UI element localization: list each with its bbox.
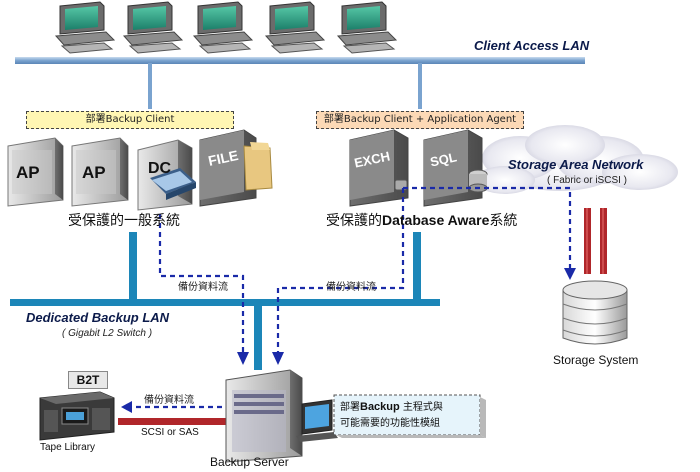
backup-monitor xyxy=(296,399,338,442)
server-file xyxy=(199,129,273,207)
flow-arrow-left xyxy=(237,352,249,365)
deploy-note: 部署Backup 主程式與 可能需要的功能性模組 xyxy=(340,401,443,429)
flow-label-left: 備份資料流 xyxy=(178,282,228,293)
flow-label-tape: 備份資料流 xyxy=(144,395,194,406)
uplink-general xyxy=(129,232,137,302)
server-label-ap-1: AP xyxy=(16,163,40,182)
flow-label-right: 備份資料流 xyxy=(326,282,376,293)
tape-library-device xyxy=(39,391,115,441)
server-dc xyxy=(137,139,196,211)
server-exch xyxy=(349,129,409,207)
backup-server-label: Backup Server xyxy=(210,455,289,469)
uplink-db xyxy=(413,232,421,302)
client-pc-icon xyxy=(54,1,116,54)
client-lan-bar xyxy=(15,57,585,64)
client-lan-drop-left xyxy=(148,63,152,109)
general-group-tag: 部署Backup Client xyxy=(26,111,234,129)
flow-arrow-storage xyxy=(564,268,576,280)
san-title: Storage Area Network xyxy=(508,157,644,172)
tape-library-label: Tape Library xyxy=(40,442,96,453)
scsi-label: SCSI or SAS xyxy=(141,427,199,438)
backup-server-device xyxy=(225,369,303,463)
backup-lan-subtitle: ( Gigabit L2 Switch ) xyxy=(62,328,153,339)
client-lan-drop-right xyxy=(418,63,422,109)
db-group-tag: 部署Backup Client + Application Agent xyxy=(316,111,524,129)
storage-system-label: Storage System xyxy=(553,353,639,367)
client-pcs xyxy=(54,1,398,54)
flow-arrow-tape xyxy=(121,401,132,413)
client-pc-icon xyxy=(264,1,326,54)
san-subtitle: ( Fabric or iSCSI ) xyxy=(547,175,628,186)
client-lan-title: Client Access LAN xyxy=(474,38,590,53)
server-ap-2 xyxy=(71,137,129,207)
storage-system-device xyxy=(562,280,628,345)
server-label-dc: DC xyxy=(148,160,172,177)
backup-lan-bar xyxy=(10,299,440,306)
client-pc-icon xyxy=(336,1,398,54)
flow-arrow-right xyxy=(272,352,284,365)
client-pc-icon xyxy=(192,1,254,54)
san-cloud xyxy=(475,125,678,194)
client-pc-icon xyxy=(122,1,184,54)
b2t-badge: B2T xyxy=(68,371,108,389)
flow-lines xyxy=(130,186,572,409)
scsi-link xyxy=(118,418,226,425)
server-ap-1 xyxy=(7,137,64,207)
backup-lan-title: Dedicated Backup LAN xyxy=(26,310,170,325)
db-group-caption: 受保護的Database Aware系統 xyxy=(326,212,518,229)
general-group-caption: 受保護的一般系統 xyxy=(68,213,180,229)
backup-lan-drop xyxy=(254,305,262,370)
server-label-ap-2: AP xyxy=(82,163,106,182)
